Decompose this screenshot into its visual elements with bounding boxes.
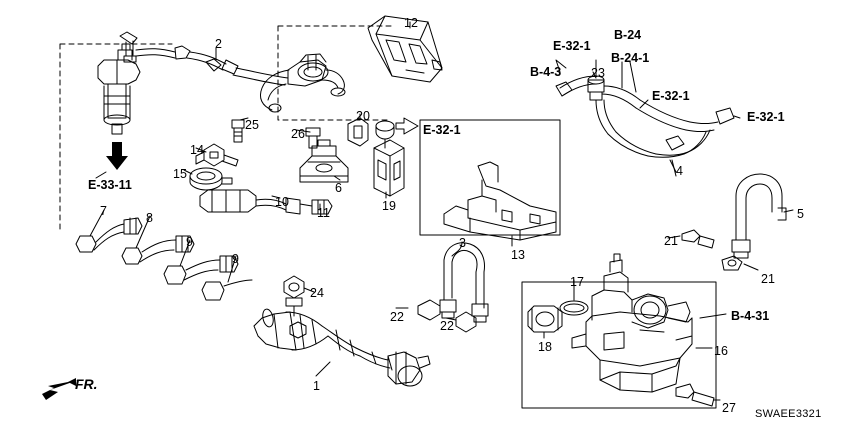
part-15-seal	[189, 167, 233, 191]
part-18-seal	[527, 305, 563, 333]
callout-21a: 21	[664, 234, 678, 248]
part-4-fuel-lines	[555, 59, 735, 158]
part-E-33-11-filter	[97, 43, 141, 170]
reference-B-4-3: B-4-3	[530, 65, 562, 79]
part-10-sensor	[199, 189, 333, 215]
callout-16: 16	[714, 344, 728, 358]
callout-13: 13	[511, 248, 525, 262]
callout-26: 26	[291, 127, 305, 141]
callout-1: 1	[313, 379, 320, 393]
pointer-arrow-E-32-1	[395, 117, 419, 135]
drawing-number: SWAEE3321	[755, 408, 822, 420]
reference-B-4-31: B-4-31	[731, 309, 770, 323]
part-2-fuel-pipe	[119, 31, 346, 113]
part-21b-bolt	[721, 255, 743, 271]
callout-27: 27	[722, 401, 736, 415]
part-12-cover	[367, 15, 443, 83]
part-26-bolt	[305, 127, 321, 149]
leader-lines-right	[595, 59, 741, 177]
callout-12: 12	[404, 16, 418, 30]
part-25-bolt	[231, 119, 245, 143]
callout-4: 4	[676, 164, 683, 178]
reference-E-32-1-right: E-32-1	[747, 110, 785, 124]
callout-11: 11	[317, 206, 330, 220]
reference-B-24: B-24	[614, 28, 642, 42]
callout-10: 10	[275, 195, 289, 209]
callout-7: 7	[100, 204, 107, 218]
callout-5: 5	[797, 207, 804, 221]
part-17-18-box	[521, 281, 717, 409]
leader-lines	[89, 21, 794, 401]
part-6-bracket	[299, 139, 349, 183]
dashed-group-box	[59, 25, 561, 236]
part-21a-bolt	[681, 229, 715, 249]
part-8-harness	[121, 235, 195, 265]
part-13-bracket	[443, 161, 557, 241]
callout-14: 14	[190, 143, 204, 157]
part-7-harness	[75, 217, 143, 253]
callout-22a: 22	[390, 310, 404, 324]
callout-21b: 21	[761, 272, 775, 286]
callout-2: 2	[215, 37, 222, 51]
reference-B-24-1: B-24-1	[611, 51, 650, 65]
part-17-oring	[559, 300, 589, 316]
callout-17: 17	[570, 275, 584, 289]
callout-23: 23	[591, 66, 605, 80]
front-direction-arrow	[42, 378, 78, 400]
part-9b-connector	[201, 279, 253, 301]
callout-22b: 22	[440, 319, 454, 333]
callout-25: 25	[245, 118, 259, 132]
part-9a-connector	[163, 255, 239, 285]
callout-3: 3	[459, 236, 466, 250]
reference-E-33-11: E-33-11	[88, 178, 132, 192]
callout-9a: 9	[186, 235, 193, 249]
callout-15: 15	[173, 167, 187, 181]
part-5-hose	[731, 173, 787, 259]
callout-18: 18	[538, 340, 552, 354]
reference-E-32-1-center: E-32-1	[423, 123, 461, 137]
callout-19: 19	[382, 199, 396, 213]
part-24-nut	[283, 275, 305, 317]
part-3-hose	[417, 242, 489, 333]
callout-24: 24	[310, 286, 324, 300]
reference-E-32-1-mid: E-32-1	[652, 89, 690, 103]
front-label: FR.	[75, 376, 98, 392]
callout-8: 8	[146, 211, 153, 225]
part-14-clamp	[195, 143, 239, 167]
part-16-fuel-pump	[571, 253, 693, 393]
part-27-bolt	[675, 383, 715, 407]
callout-6: 6	[335, 181, 342, 195]
callout-20: 20	[356, 109, 370, 123]
part-19-bracket	[373, 120, 405, 197]
reference-E-32-1-topleft: E-32-1	[553, 39, 591, 53]
callout-9b: 9	[232, 252, 239, 266]
part-1-fuel-rail	[253, 308, 431, 387]
